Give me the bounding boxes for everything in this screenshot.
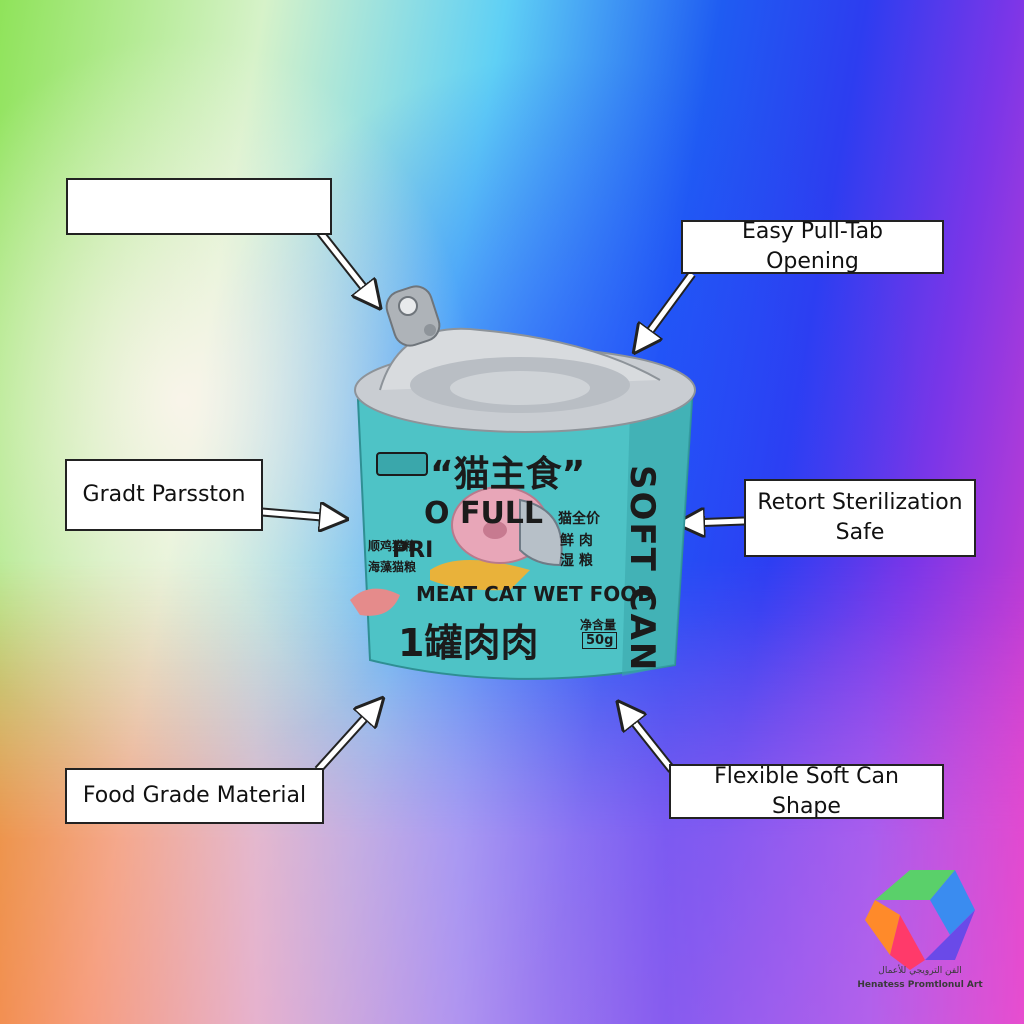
- can-big-text: 1罐肉肉: [398, 621, 539, 665]
- logo-arabic-text: الفن الترويجي للأعمال: [878, 966, 962, 976]
- can-weight-label: 净含量: [580, 618, 617, 632]
- can-small-right-2: 鲜 肉: [560, 533, 593, 549]
- can-headline: “猫主食”: [430, 454, 586, 495]
- can-small-left-2: 海藻猫粮: [368, 560, 417, 574]
- can-small-left-1: 顺鸡猫粮: [368, 539, 417, 553]
- brand-badge: [376, 452, 428, 476]
- fish-illustration: [430, 486, 563, 591]
- soft-can-product: “猫主食” SOFT CAN O FULL PRI MEAT CAT WET F…: [330, 280, 710, 700]
- can-weight: 50g: [582, 632, 618, 649]
- callout-top-left: [66, 178, 332, 235]
- can-small-right-1: 猫全价: [558, 511, 600, 527]
- pull-tab: [385, 285, 441, 347]
- callout-bottom-right: Flexible Soft Can Shape: [669, 764, 944, 819]
- can-small-right-3: 湿 粮: [560, 553, 593, 569]
- can-line-1: O FULL: [424, 496, 544, 531]
- callout-mid-right: Retort Sterilization Safe: [744, 479, 976, 557]
- brand-logo-icon: [865, 870, 975, 970]
- can-line-2: PRI: [392, 538, 434, 563]
- callout-top-right: Easy Pull-Tab Opening: [681, 219, 944, 274]
- can-line-3: MEAT CAT WET FOOD: [416, 582, 654, 606]
- shrimp-illustration: [350, 588, 400, 616]
- callout-mid-left: Gradt Parsston: [65, 459, 263, 531]
- can-side-label: SOFT CAN: [622, 465, 662, 673]
- can-illustration: [350, 285, 696, 680]
- callout-bottom-left: Food Grade Material: [65, 768, 324, 824]
- logo-latin-text: Henatess Promtlonul Art: [857, 980, 983, 990]
